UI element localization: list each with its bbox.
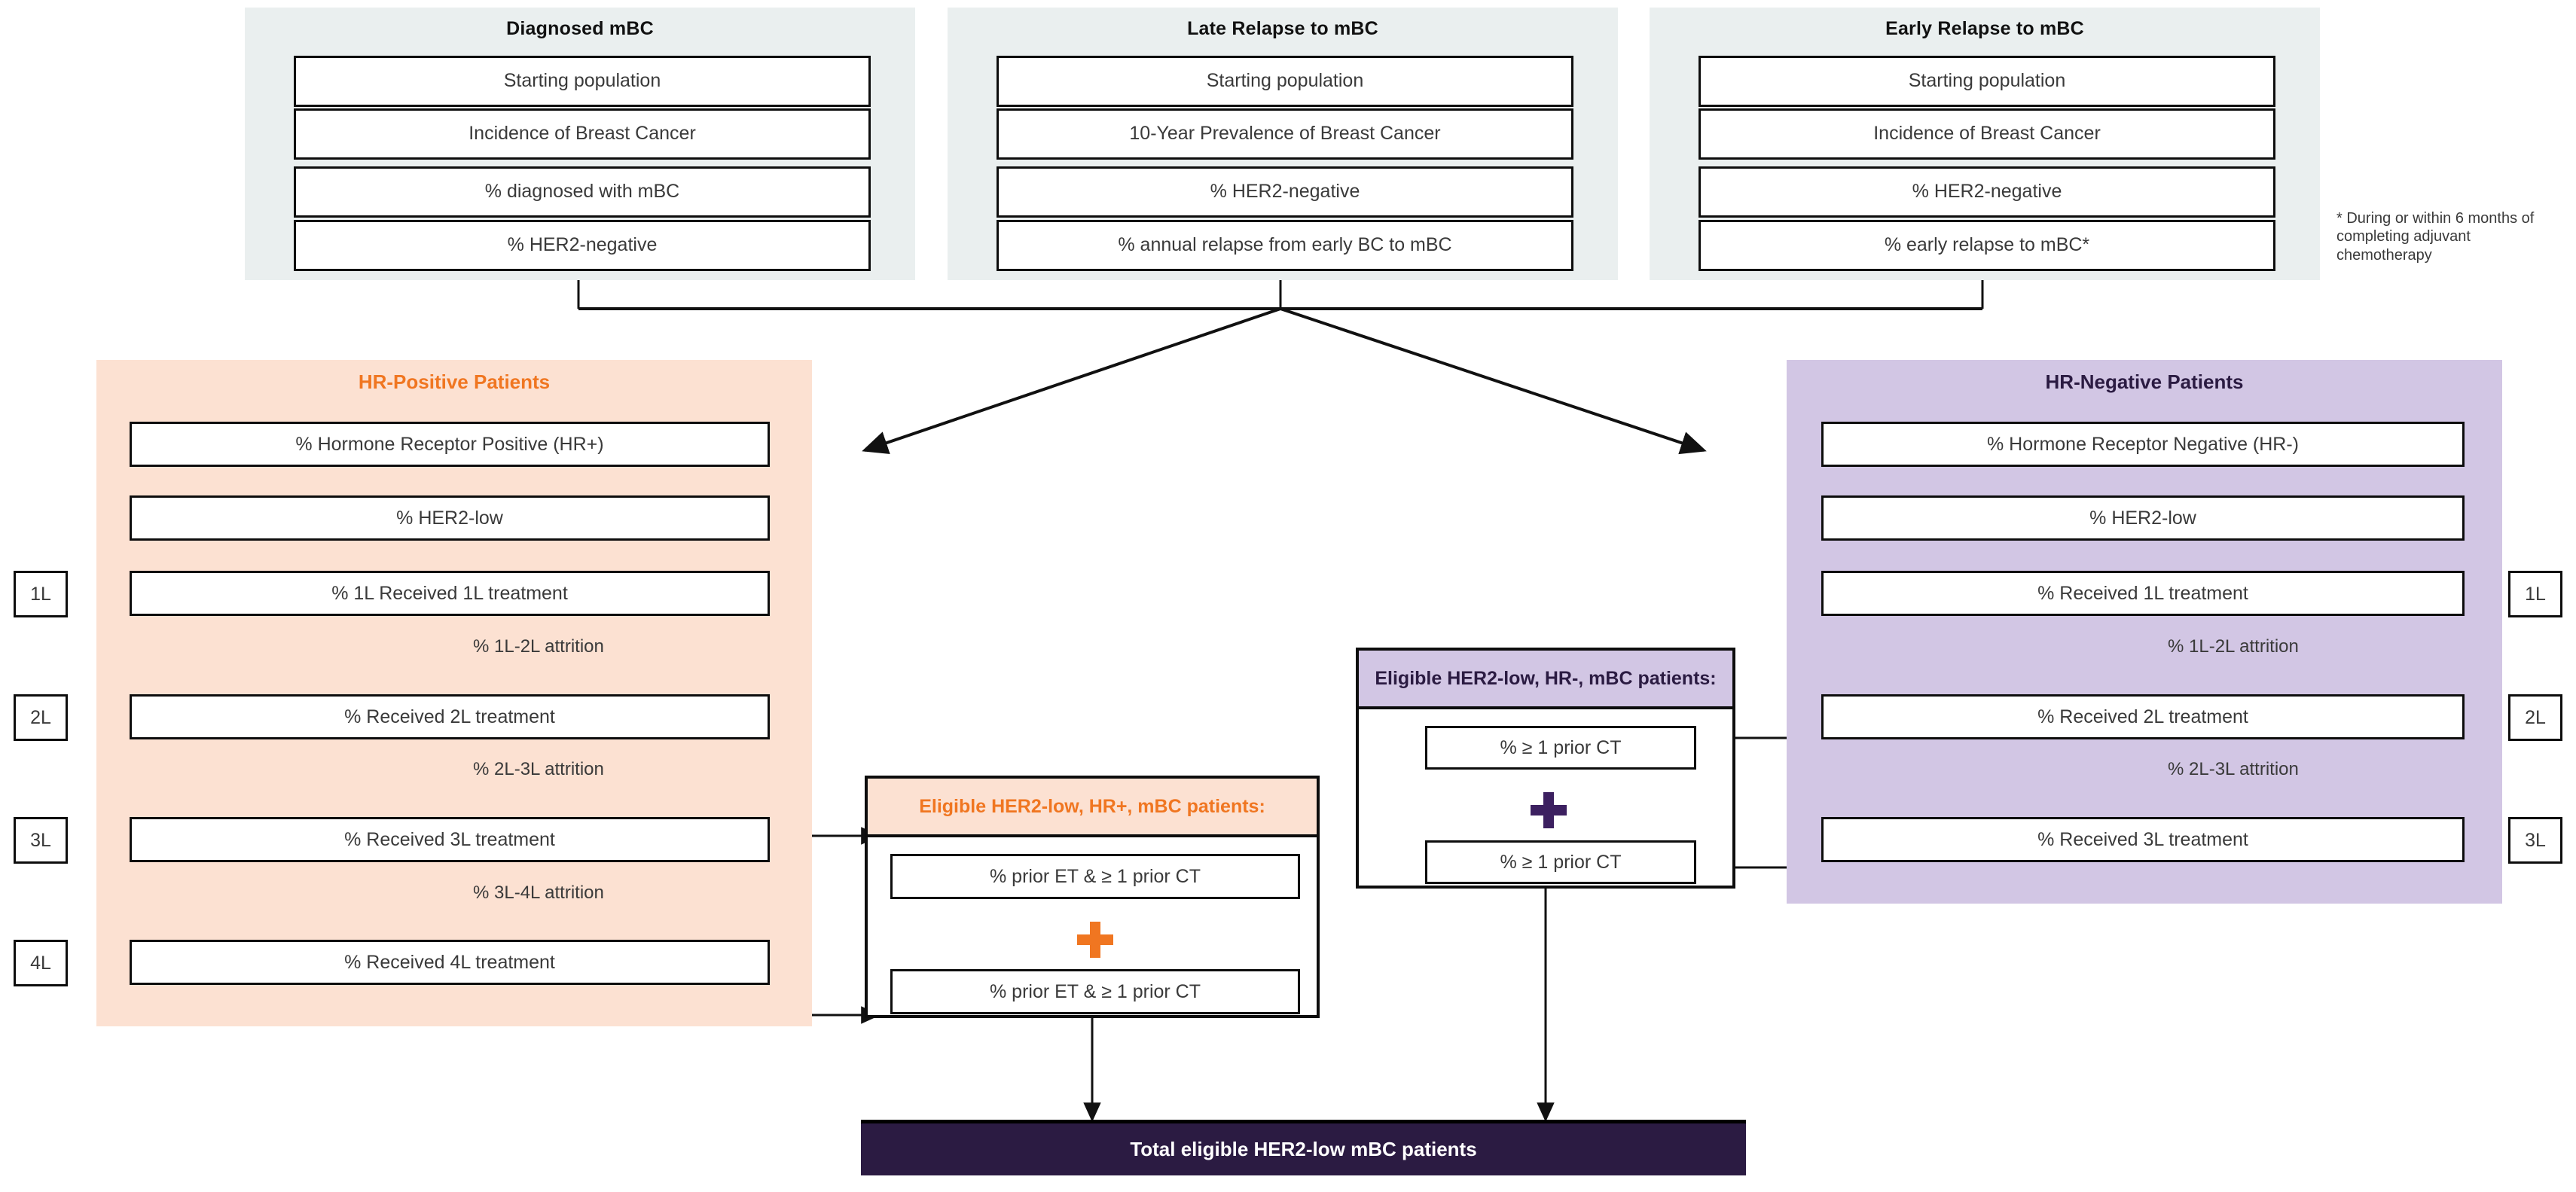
- eligible-her2low-hrneg-card: Eligible HER2-low, HR-, mBC patients: % …: [1356, 648, 1735, 889]
- hr-pos-line-tag-4l: 4L: [14, 940, 68, 986]
- source-panel-title: Diagnosed mBC: [506, 18, 654, 39]
- hr-pos-line-tag-2l: 2L: [14, 694, 68, 741]
- hr-pos-step-1l-treatment: % 1L Received 1L treatment: [130, 571, 770, 616]
- source-step-box: % HER2-negative: [997, 166, 1573, 218]
- hr-neg-attrition-label-2l-3l: % 2L-3L attrition: [2168, 759, 2299, 779]
- hr-pos-step-3l-treatment: % Received 3L treatment: [130, 817, 770, 862]
- hr-neg-step-1l-treatment: % Received 1L treatment: [1821, 571, 2465, 616]
- hr-neg-step-3l-treatment: % Received 3L treatment: [1821, 817, 2465, 862]
- source-step-box: Starting population: [1699, 56, 2275, 107]
- source-panel-late-relapse: Late Relapse to mBC Starting population …: [948, 8, 1618, 280]
- footnote-text: * During or within 6 months of completin…: [2336, 210, 2535, 264]
- hr-pos-line-tag-1l: 1L: [14, 571, 68, 617]
- eligible-hrneg-criterion-1: % ≥ 1 prior CT: [1425, 726, 1696, 770]
- hr-neg-step-her2-low: % HER2-low: [1821, 495, 2465, 541]
- total-eligible-bar: Total eligible HER2-low mBC patients: [861, 1120, 1746, 1175]
- hr-pos-step-hormone-receptor-positive: % Hormone Receptor Positive (HR+): [130, 422, 770, 467]
- hr-pos-step-4l-treatment: % Received 4L treatment: [130, 940, 770, 985]
- source-step-box: % diagnosed with mBC: [294, 166, 871, 218]
- source-panel-title: Early Relapse to mBC: [1885, 18, 2084, 39]
- source-panel-diagnosed-mbc: Diagnosed mBC Starting population Incide…: [245, 8, 915, 280]
- eligible-hrpos-criterion-2: % prior ET & ≥ 1 prior CT: [890, 969, 1300, 1014]
- eligible-hrneg-title: Eligible HER2-low, HR-, mBC patients:: [1359, 651, 1732, 709]
- source-step-box: Starting population: [997, 56, 1573, 107]
- eligible-her2low-hrpos-card: Eligible HER2-low, HR+, mBC patients: % …: [865, 776, 1320, 1018]
- plus-icon: [1531, 792, 1567, 828]
- hr-pos-line-tag-3l: 3L: [14, 817, 68, 864]
- hr-pos-attrition-label-2l-3l: % 2L-3L attrition: [473, 759, 604, 779]
- source-step-box: Incidence of Breast Cancer: [1699, 108, 2275, 160]
- eligible-hrneg-criterion-2: % ≥ 1 prior CT: [1425, 840, 1696, 884]
- hr-neg-step-2l-treatment: % Received 2L treatment: [1821, 694, 2465, 739]
- hr-pos-step-2l-treatment: % Received 2L treatment: [130, 694, 770, 739]
- eligible-hrpos-title: Eligible HER2-low, HR+, mBC patients:: [868, 779, 1317, 837]
- source-step-box: 10-Year Prevalence of Breast Cancer: [997, 108, 1573, 160]
- source-step-box: Starting population: [294, 56, 871, 107]
- eligible-hrpos-criterion-1: % prior ET & ≥ 1 prior CT: [890, 854, 1300, 899]
- source-step-box: % HER2-negative: [294, 220, 871, 271]
- source-step-box: % HER2-negative: [1699, 166, 2275, 218]
- hr-neg-step-hormone-receptor-negative: % Hormone Receptor Negative (HR-): [1821, 422, 2465, 467]
- source-panel-title: Late Relapse to mBC: [1187, 18, 1378, 39]
- source-step-box: Incidence of Breast Cancer: [294, 108, 871, 160]
- hr-positive-title: HR-Positive Patients: [358, 370, 551, 393]
- hr-neg-line-tag-2l: 2L: [2508, 694, 2562, 741]
- hr-neg-line-tag-3l: 3L: [2508, 817, 2562, 864]
- source-step-box: % annual relapse from early BC to mBC: [997, 220, 1573, 271]
- hr-positive-panel: HR-Positive Patients: [96, 360, 812, 1026]
- hr-negative-title: HR-Negative Patients: [2045, 370, 2244, 393]
- hr-pos-attrition-label-3l-4l: % 3L-4L attrition: [473, 883, 604, 903]
- plus-icon: [1077, 922, 1113, 958]
- hr-pos-step-her2-low: % HER2-low: [130, 495, 770, 541]
- hr-pos-attrition-label-1l-2l: % 1L-2L attrition: [473, 636, 604, 657]
- source-step-box: % early relapse to mBC*: [1699, 220, 2275, 271]
- hr-neg-attrition-label-1l-2l: % 1L-2L attrition: [2168, 636, 2299, 657]
- source-panel-early-relapse: Early Relapse to mBC Starting population…: [1650, 8, 2320, 280]
- hr-neg-line-tag-1l: 1L: [2508, 571, 2562, 617]
